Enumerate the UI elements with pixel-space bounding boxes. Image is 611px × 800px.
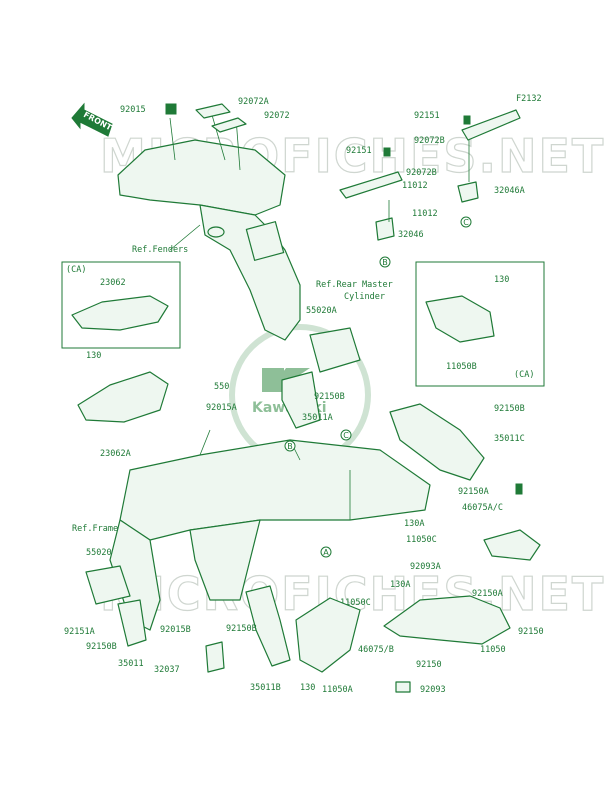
label-35011C: 35011C	[494, 434, 525, 444]
label-11012-a: 11012	[402, 181, 428, 191]
footrest-55020	[85, 565, 131, 605]
label-92150B-low: 92150B	[226, 624, 257, 634]
bracket-32037	[205, 641, 225, 673]
label-32046: 32046	[398, 230, 424, 240]
inset-right-tag: (CA)	[514, 370, 534, 380]
inset-left-tag: (CA)	[66, 265, 86, 275]
label-92150B-left: 92150B	[86, 642, 117, 652]
rail-11050	[383, 595, 511, 645]
inset-box-right	[415, 261, 545, 387]
callout-a-frame-label: A	[323, 548, 329, 557]
bracket-35011	[117, 599, 147, 647]
label-92015A: 92015A	[206, 403, 237, 413]
bracket-23062	[71, 295, 169, 331]
callout-b-top	[379, 256, 391, 268]
footrest-55020A	[309, 327, 361, 373]
label-92150B-right: 92150B	[494, 404, 525, 414]
callout-c-frame	[340, 429, 352, 441]
label-23062: 23062	[100, 278, 126, 288]
label-92150A-r2: 92150A	[472, 589, 503, 599]
label-35011B: 35011B	[250, 683, 281, 693]
front-arrow-icon: FRONT	[71, 102, 114, 137]
label-55020A: 55020A	[306, 306, 337, 316]
label-92150-low: 92150	[416, 660, 442, 670]
label-92072A: 92072A	[238, 97, 269, 107]
bracket-35011A	[281, 371, 321, 429]
label-130A-1: 130A	[404, 519, 424, 529]
label-11050B: 11050B	[446, 362, 477, 372]
label-11050C-1: 11050C	[406, 535, 437, 545]
main-frame	[109, 429, 431, 631]
bracket-46075AC	[483, 529, 541, 561]
strip-92072	[211, 117, 247, 133]
label-92015B: 92015B	[160, 625, 191, 635]
callout-b-frame-label: B	[287, 442, 293, 451]
label-92150-right: 92150	[518, 627, 544, 637]
label-92072: 92072	[264, 111, 290, 121]
callout-c-top	[460, 216, 472, 228]
bolt-92015	[165, 103, 177, 115]
label-32046A: 32046A	[494, 186, 525, 196]
label-23062A: 23062A	[100, 449, 131, 459]
bracket-11050B	[425, 295, 495, 343]
label-92151-top: 92151	[414, 111, 440, 121]
ref-rear-master-1: Ref.Rear Master	[316, 280, 393, 290]
callout-c-top-label: C	[463, 218, 469, 227]
label-11050: 11050	[480, 645, 506, 655]
bracket-46075B	[295, 597, 361, 673]
callout-b-frame	[284, 440, 296, 452]
label-11050C-2: 11050C	[340, 598, 371, 608]
label-92093: 92093	[420, 685, 446, 695]
label-92093A: 92093A	[410, 562, 441, 572]
label-92072B-mid: 92072B	[406, 168, 437, 178]
inset-box-left	[61, 261, 181, 349]
strap-assembly	[339, 109, 521, 241]
cap-92093	[395, 681, 411, 693]
label-130A-2: 130A	[390, 580, 410, 590]
label-130-left: 130	[86, 351, 101, 361]
label-46075AC: 46075A/C	[462, 503, 503, 513]
label-130-inset: 130	[494, 275, 509, 285]
label-11050A: 11050A	[322, 685, 353, 695]
rear-fender-assembly	[117, 107, 301, 341]
label-550: 550	[214, 382, 229, 392]
label-92151A: 92151A	[64, 627, 95, 637]
label-32037: 32037	[154, 665, 180, 675]
grab-rail-35011C	[389, 403, 485, 481]
bracket-35011B	[245, 585, 291, 667]
label-92150B-mid: 92150B	[314, 392, 345, 402]
label-92015: 92015	[120, 105, 146, 115]
bolt-92150A-r1	[515, 483, 523, 495]
label-11012-b: 11012	[412, 209, 438, 219]
label-92151-mid: 92151	[346, 146, 372, 156]
label-35011A: 35011A	[302, 413, 333, 423]
ref-fenders: Ref.Fenders	[132, 245, 188, 255]
callout-c-frame-label: C	[343, 431, 349, 440]
label-130-low: 130	[300, 683, 315, 693]
label-92150A-r1: 92150A	[458, 487, 489, 497]
label-55020: 55020	[86, 548, 112, 558]
ref-rear-master-2: Cylinder	[344, 292, 385, 302]
label-35011: 35011	[118, 659, 144, 669]
label-46075B: 46075/B	[358, 645, 394, 655]
label-92072B-top: 92072B	[414, 136, 445, 146]
plate-92072A	[195, 103, 231, 119]
bracket-23062A	[77, 371, 169, 423]
ref-frame: Ref.Frame	[72, 524, 118, 534]
callout-a-frame	[320, 546, 332, 558]
callout-b-top-label: B	[382, 258, 388, 267]
diagram-code: F2132	[516, 94, 542, 104]
